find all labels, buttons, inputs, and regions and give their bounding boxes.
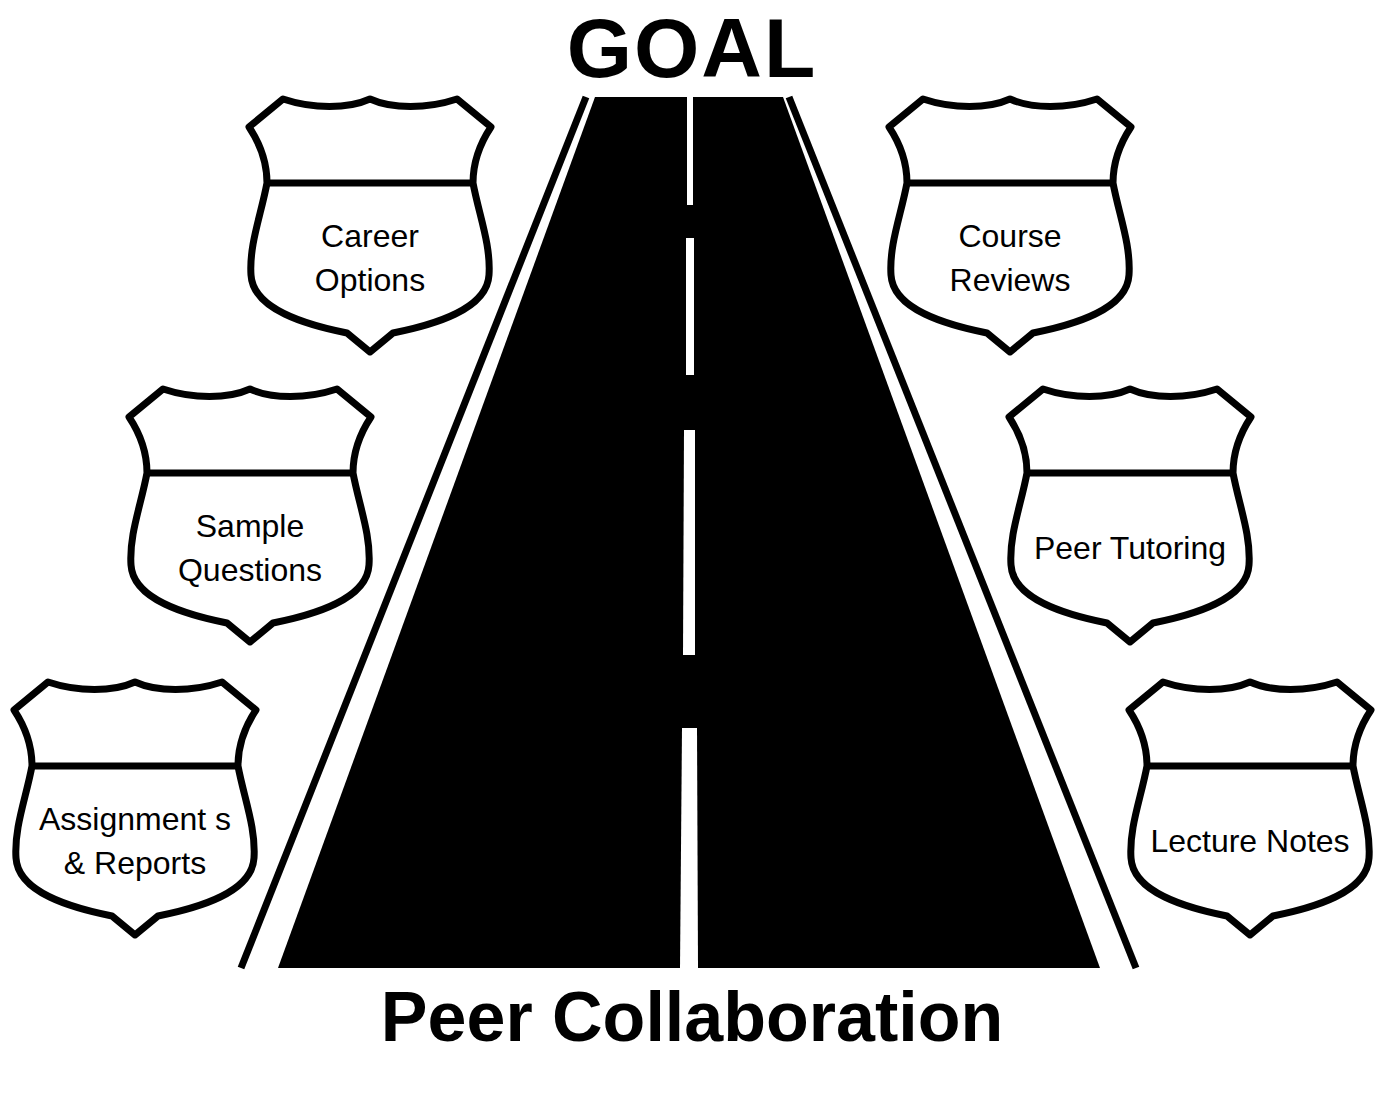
shield-label: Course Reviews	[908, 214, 1112, 302]
road-caption: Peer Collaboration	[0, 975, 1384, 1059]
shield-label: Sample Questions	[148, 504, 352, 592]
route-shield: Lecture Notes	[1123, 678, 1377, 940]
shield-outline	[1003, 385, 1257, 647]
shield-label-group: Lecture Notes	[1148, 819, 1352, 863]
shield-label: Lecture Notes	[1148, 819, 1352, 863]
route-shield: Sample Questions	[123, 385, 377, 647]
shield-label-group: Peer Tutoring	[1028, 526, 1232, 570]
shield-outline	[1123, 678, 1377, 940]
shield-label-group: Sample Questions	[148, 504, 352, 592]
center-dash	[683, 430, 695, 655]
shield-label-group: Assignment s & Reports	[33, 797, 237, 885]
center-dash	[686, 238, 694, 375]
route-shield: Assignment s & Reports	[8, 678, 262, 940]
shield-label-group: Career Options	[268, 214, 472, 302]
center-dash	[680, 728, 698, 968]
goal-title: GOAL	[0, 0, 1384, 96]
route-shield: Course Reviews	[883, 95, 1137, 357]
shield-label: Career Options	[268, 214, 472, 302]
route-shield: Peer Tutoring	[1003, 385, 1257, 647]
center-dash	[687, 97, 693, 205]
route-shield: Career Options	[243, 95, 497, 357]
shield-label: Assignment s & Reports	[33, 797, 237, 885]
shield-label-group: Course Reviews	[908, 214, 1112, 302]
shield-label: Peer Tutoring	[1028, 526, 1232, 570]
